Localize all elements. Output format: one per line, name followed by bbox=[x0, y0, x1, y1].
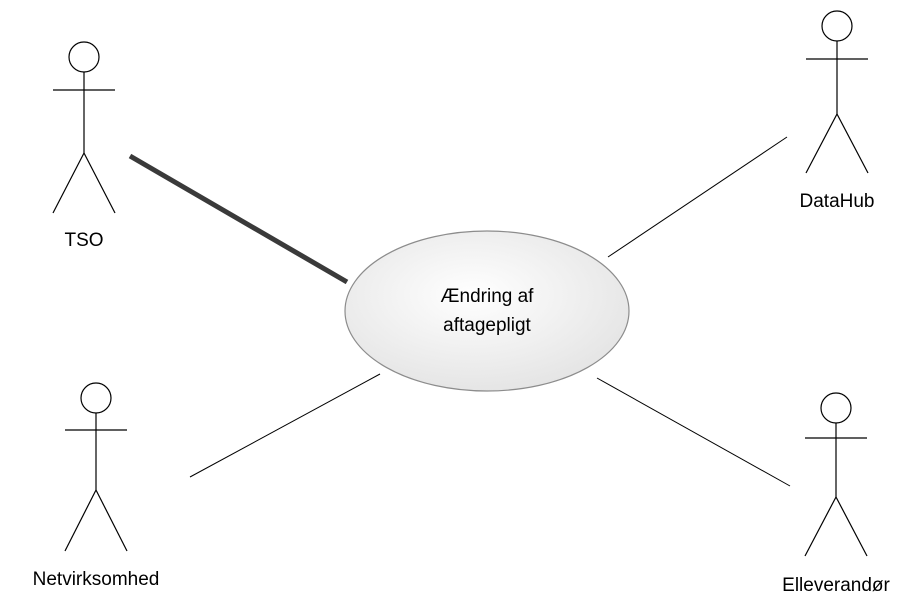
actor-datahub: DataHub bbox=[800, 10, 875, 212]
actor-label-elleverandor: Elleverandør bbox=[782, 575, 890, 596]
actor-label-netvirksomhed: Netvirksomhed bbox=[33, 569, 160, 590]
use-case-title-line2: aftagepligt bbox=[443, 315, 531, 336]
actor-tso: TSO bbox=[52, 41, 116, 251]
association-datahub bbox=[607, 136, 788, 258]
actor-label-tso: TSO bbox=[64, 230, 103, 251]
actor-netvirksomhed: Netvirksomhed bbox=[33, 382, 160, 590]
actor-label-datahub: DataHub bbox=[800, 191, 875, 212]
stick-figure-icon bbox=[64, 382, 128, 552]
use-case-ellipse bbox=[344, 230, 630, 392]
use-case: Ændring af aftagepligt bbox=[344, 230, 630, 392]
association-tso bbox=[128, 153, 349, 285]
association-elleverandor bbox=[596, 377, 791, 487]
use-case-title-line1: Ændring af bbox=[441, 286, 535, 307]
stick-figure-icon bbox=[804, 392, 868, 557]
stick-figure-icon bbox=[805, 10, 869, 174]
association-netvirksomhed bbox=[189, 373, 381, 478]
actor-elleverandor: Elleverandør bbox=[782, 392, 891, 596]
stick-figure-icon bbox=[52, 41, 116, 214]
